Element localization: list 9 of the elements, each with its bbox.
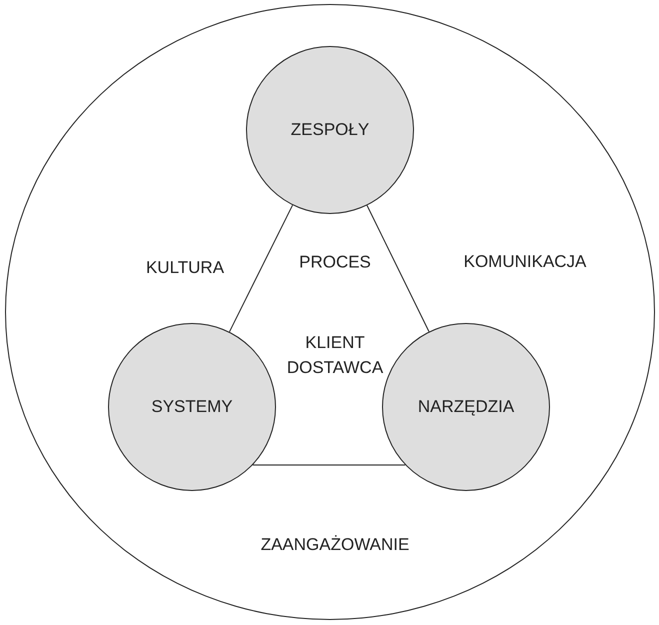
connector-line — [252, 464, 406, 466]
text-label: PROCES — [299, 252, 371, 274]
connector-line — [366, 204, 430, 332]
node-label: NARZĘDZIA — [418, 397, 514, 417]
node-label: SYSTEMY — [151, 397, 233, 417]
outer-ellipse — [5, 4, 655, 620]
text-label: KLIENT DOSTAWCA — [286, 332, 384, 379]
connector-line — [228, 204, 294, 332]
node-label: ZESPOŁY — [290, 120, 370, 140]
